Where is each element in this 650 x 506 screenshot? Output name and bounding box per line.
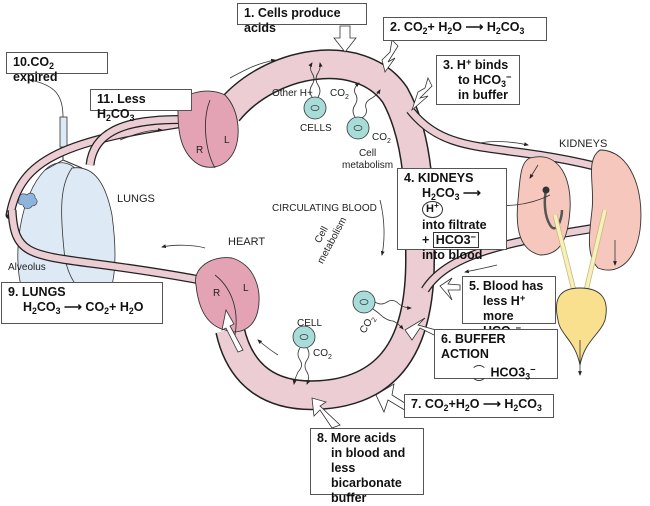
other-h-label: Other H+ [272, 88, 313, 99]
step-4-line-3: + HCO3− [404, 232, 500, 248]
step-3-box: 3. H+ binds to HCO3− in buffer [436, 55, 520, 105]
step-8-line-4: buffer [331, 491, 367, 505]
step-9-line-1: H2CO3 ⟶ CO2+ H2O [23, 300, 144, 316]
heart-bottom-l: L [243, 283, 249, 294]
step-5-line-2: less H+ [483, 293, 526, 308]
cell-label: CELL [297, 318, 323, 329]
nephron-tubule [543, 189, 564, 230]
step-1-box: 1. Cells produce acids [237, 3, 367, 35]
step-9-title: 9. LUNGS [8, 285, 66, 299]
heart-label: HEART [228, 236, 266, 248]
co2-label-3: CO2 [313, 348, 332, 361]
callout-pointer-2 [381, 39, 399, 73]
buffer-cycle-icon [471, 365, 487, 381]
step-3-line-2: to HCO3− [458, 72, 512, 89]
step-3-line-3: in buffer [458, 88, 508, 102]
step-9-box: 9. LUNGS H2CO3 ⟶ CO2+ H2O [1, 282, 163, 324]
heart-bottom [195, 257, 260, 336]
step-7-box: 7. CO2+H2O ⟶ H2CO3 [404, 394, 554, 418]
step-5-line-1: 5. Blood has [469, 279, 544, 293]
step-6-box: 6. BUFFER ACTION HCO33− [434, 329, 558, 381]
cells-label: CELLS [300, 123, 332, 134]
heart-top-r: R [196, 145, 204, 156]
co2-label-1: CO2 [330, 88, 349, 101]
step-8-line-1: 8. More acids [317, 431, 397, 445]
kidneys-label: KIDNEYS [559, 138, 608, 150]
alveolus-label: Alveolus [8, 262, 46, 273]
step-4-line-1: H2CO3 ⟶ H+ [404, 186, 500, 218]
callout-pointer-5 [439, 277, 461, 301]
diagram-canvas [5, 25, 642, 429]
step-8-line-3: less bicarbonate [331, 461, 402, 490]
heart-top [177, 90, 239, 169]
step-7-text: 7. CO2+H2O ⟶ H2CO3 [411, 397, 542, 413]
step-5-box: 5. Blood has less H+ more HCO3− [462, 276, 556, 339]
glomerulus [542, 186, 550, 194]
step-11-text: 11. Less H2CO3 [97, 92, 146, 123]
heart-bottom-r: R [213, 288, 221, 299]
step-6-line-1: HCO33− [441, 365, 551, 381]
callout-pointer-3 [411, 76, 433, 112]
step-6-title: 6. BUFFER ACTION [441, 332, 506, 361]
step-10-box: 10.CO2 expired [6, 52, 108, 84]
circulating-blood-label: CIRCULATING BLOOD [272, 203, 377, 214]
step-8-line-2: in blood and [331, 446, 406, 460]
bladder [556, 287, 607, 366]
h-plus-circle: H+ [422, 201, 443, 218]
step-11-box: 11. Less H2CO3 [90, 89, 192, 122]
step-8-box: 8. More acids in blood and less bicarbon… [310, 428, 424, 505]
step-3-line-1: 3. H+ binds [443, 57, 509, 72]
callout-pointer-8 [311, 397, 341, 429]
step-1-text: 1. Cells produce acids [244, 6, 341, 35]
callout-pointer-heart [221, 308, 244, 353]
alveolus-shape [17, 192, 38, 209]
step-2-text: 2. CO2+ H2O ⟶ H2CO3 [390, 20, 525, 36]
lungs-label: LUNGS [117, 193, 155, 205]
trachea [59, 116, 68, 148]
co2-label-2: CO2 [372, 132, 391, 145]
step-2-box: 2. CO2+ H2O ⟶ H2CO3 [383, 17, 547, 41]
step-4-line-4: into blood [422, 248, 483, 262]
kidney-right [588, 149, 642, 271]
cells-group [292, 96, 376, 349]
callout-pointer-1 [333, 25, 357, 53]
heart-top-l: L [224, 135, 230, 146]
step-4-title: 4. KIDNEYS [404, 171, 474, 185]
step-10-text: 10.CO2 expired [13, 55, 58, 84]
step-4-line-2: into filtrate [422, 218, 487, 232]
step-4-box: 4. KIDNEYS H2CO3 ⟶ H+ into filtrate + HC… [397, 168, 507, 262]
